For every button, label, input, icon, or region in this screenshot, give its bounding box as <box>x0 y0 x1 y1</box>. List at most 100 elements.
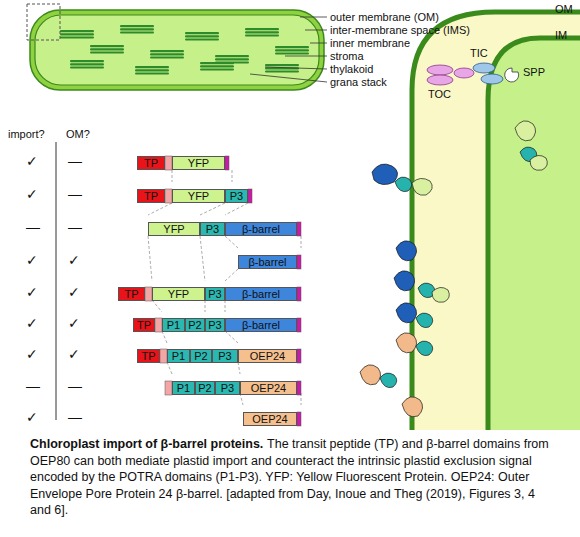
domain-box: OEP24 <box>243 412 297 426</box>
result-mark: ✓ <box>26 154 38 169</box>
column-header: OM? <box>66 128 90 140</box>
toc-complex <box>427 65 474 85</box>
result-mark: ✓ <box>26 347 38 362</box>
result-mark: — <box>26 220 40 235</box>
domain-box: P2 <box>185 318 205 332</box>
leader-lines <box>250 17 327 82</box>
domain-label: OEP24 <box>251 383 286 394</box>
domain-label: YFP <box>168 289 189 300</box>
figure-caption: Chloroplast import of β-barrel proteins.… <box>30 436 555 519</box>
domain-box: P2 <box>195 381 215 395</box>
domain-box: P3 <box>212 349 238 363</box>
protein-blobs <box>360 121 547 417</box>
zoom-box <box>27 4 60 40</box>
result-mark: ✓ <box>26 253 38 268</box>
domain-label: P3 <box>208 320 221 331</box>
stroma-region <box>488 38 580 430</box>
complex-label: TIC <box>470 47 488 59</box>
domain-label: YFP <box>188 158 209 169</box>
domain-label: P1 <box>172 351 185 362</box>
domain-box: β-barrel <box>238 255 297 269</box>
domain-label: P1 <box>167 320 180 331</box>
result-mark: ✓ <box>68 316 80 331</box>
membrane-label: OM <box>555 3 573 15</box>
domain-label: TP <box>137 320 151 331</box>
domain-box: P3 <box>205 318 225 332</box>
domain-label: TP <box>124 289 138 300</box>
legend-label: inter-membrane space (IMS) <box>330 24 470 36</box>
tic-complex <box>473 63 503 84</box>
result-mark: ✓ <box>26 410 38 425</box>
alignment-lines <box>148 170 301 405</box>
domain-box: TP <box>118 287 145 301</box>
domain-label: P3 <box>206 224 219 235</box>
domain-label: TP <box>144 158 158 169</box>
domain-box: TP <box>137 349 160 363</box>
legend-label: inner membrane <box>330 37 410 49</box>
result-mark: ✓ <box>68 253 80 268</box>
result-mark: ✓ <box>26 285 38 300</box>
domain-box: P2 <box>190 349 212 363</box>
construct-tags <box>145 156 301 426</box>
legend-label: grana stack <box>330 76 387 88</box>
domain-box: P1 <box>167 349 190 363</box>
domain-box: YFP <box>152 287 205 301</box>
domain-box: P1 <box>172 381 195 395</box>
chloroplast-inner <box>35 15 319 85</box>
domain-label: P3 <box>208 289 221 300</box>
domain-label: P2 <box>194 351 207 362</box>
complex-label: SPP <box>523 66 545 78</box>
chloroplast-outer <box>30 10 324 90</box>
domain-box: TP <box>137 156 165 170</box>
domain-box: β-barrel <box>225 318 297 332</box>
domain-label: P2 <box>198 383 211 394</box>
domain-label: TP <box>141 351 155 362</box>
domain-label: YFP <box>188 191 209 202</box>
result-mark: ✓ <box>68 285 80 300</box>
domain-box: OEP24 <box>238 349 297 363</box>
domain-label: TP <box>144 191 158 202</box>
domain-label: β-barrel <box>242 224 280 235</box>
legend-label: thylakoid <box>330 63 373 75</box>
domain-box: TP <box>133 318 155 332</box>
domain-label: β-barrel <box>242 320 280 331</box>
domain-box: P3 <box>200 222 225 236</box>
domain-box: YFP <box>148 222 200 236</box>
domain-label: P2 <box>188 320 201 331</box>
domain-label: β-barrel <box>242 289 280 300</box>
column-header: import? <box>8 128 45 140</box>
domain-label: P1 <box>177 383 190 394</box>
legend-label: outer membrane (OM) <box>330 11 439 23</box>
domain-label: YFP <box>163 224 184 235</box>
domain-box: YFP <box>172 189 225 203</box>
result-mark: — <box>68 187 82 202</box>
domain-box: OEP24 <box>240 381 297 395</box>
membrane-label: IM <box>555 29 567 41</box>
domain-box: β-barrel <box>225 287 297 301</box>
domain-box: β-barrel <box>225 222 297 236</box>
result-mark: — <box>68 154 82 169</box>
legend-label: stroma <box>330 50 364 62</box>
domain-label: OEP24 <box>250 351 285 362</box>
result-mark: — <box>26 379 40 394</box>
ims-region <box>412 12 580 430</box>
domain-box: P1 <box>162 318 185 332</box>
domain-label: P3 <box>230 191 243 202</box>
domain-box: TP <box>137 189 165 203</box>
domain-label: P3 <box>218 351 231 362</box>
inner-membrane <box>488 38 580 430</box>
outer-membrane <box>412 12 580 430</box>
result-mark: — <box>68 410 82 425</box>
spp-protease <box>505 68 519 82</box>
column-divider <box>56 142 57 420</box>
domain-label: β-barrel <box>248 257 286 268</box>
domain-box: P3 <box>215 381 240 395</box>
result-mark: — <box>68 379 82 394</box>
caption-title: Chloroplast import of β-barrel proteins. <box>30 437 263 451</box>
domain-label: OEP24 <box>252 414 287 425</box>
result-mark: — <box>68 220 82 235</box>
result-mark: ✓ <box>26 316 38 331</box>
domain-box: YFP <box>172 156 225 170</box>
domain-label: P3 <box>221 383 234 394</box>
domain-box: P3 <box>225 189 248 203</box>
